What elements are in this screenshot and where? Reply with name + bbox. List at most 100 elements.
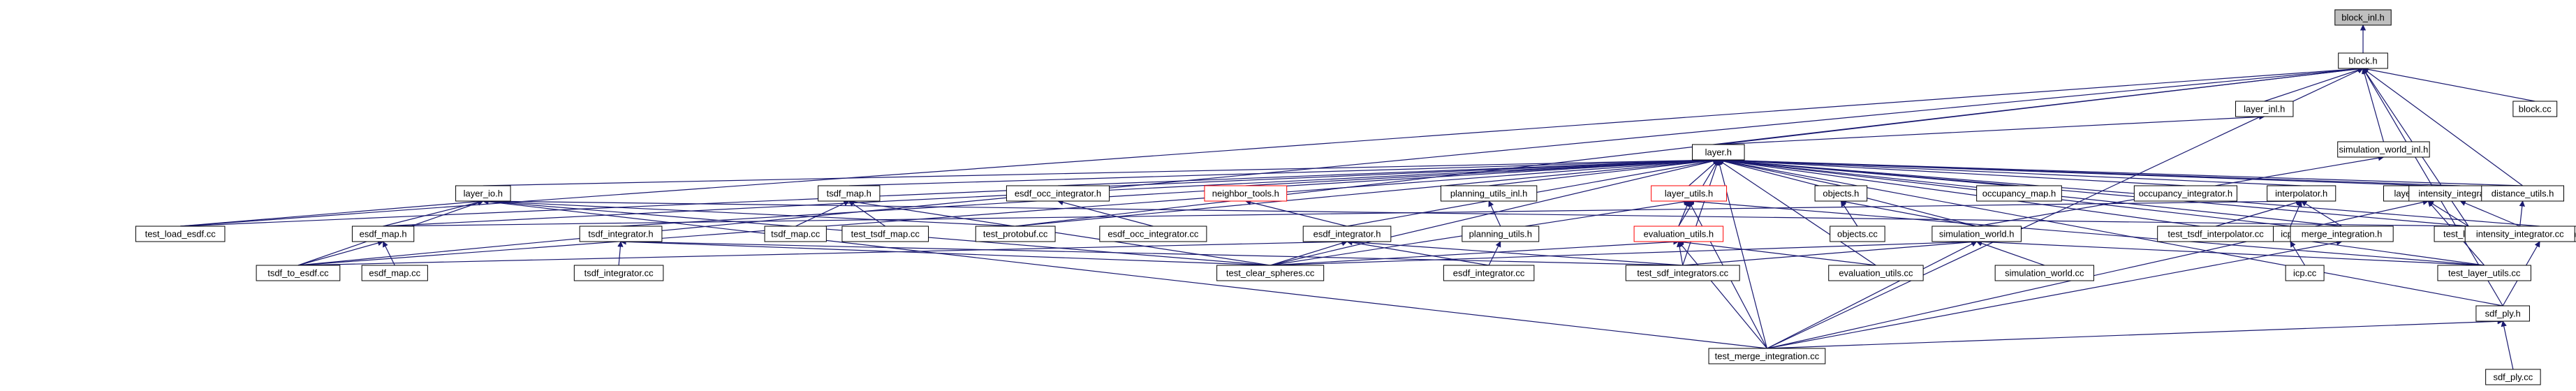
node-test-load-esdf-cc[interactable]: test_load_esdf.cc [135, 226, 226, 242]
node-occupancy-map-h[interactable]: occupancy_map.h [1976, 185, 2062, 202]
node-test-clear-spheres-cc[interactable]: test_clear_spheres.cc [1216, 265, 1325, 281]
node-planning-utils-h[interactable]: planning_utils.h [1462, 226, 1540, 242]
node-occupancy-integrator-h[interactable]: occupancy_integrator.h [2133, 185, 2237, 202]
node-label: tsdf_to_esdf.cc [267, 268, 329, 279]
node-objects-h[interactable]: objects.h [1814, 185, 1868, 202]
node-test-tsdf-interpolator-cc[interactable]: test_tsdf_interpolator.cc [2157, 226, 2274, 242]
dependency-edge [180, 198, 484, 227]
node-layer-io-h[interactable]: layer_io.h [455, 185, 511, 202]
dependency-edge [2215, 200, 2302, 227]
dependency-edge [297, 238, 1348, 266]
node-simulation-world-inl-h[interactable]: simulation_world_inl.h [2337, 141, 2430, 158]
node-label: occupancy_integrator.h [2139, 189, 2232, 199]
node-label: test_merge_integration.cc [1715, 351, 1820, 362]
node-box [1204, 185, 1288, 202]
dependency-edge [1718, 114, 2265, 145]
node-layer-h[interactable]: layer.h [1692, 144, 1745, 161]
node-box [1814, 185, 1868, 202]
node-label: test_load_esdf.cc [145, 229, 216, 239]
node-interpolator-h[interactable]: interpolator.h [2267, 185, 2336, 202]
node-box [2285, 265, 2325, 281]
node-box [1006, 185, 1110, 202]
dependency-edge [297, 239, 384, 266]
node-box [1216, 265, 1325, 281]
node-tsdf-to-esdf-cc[interactable]: tsdf_to_esdf.cc [256, 265, 341, 281]
node-label: test_sdf_integrators.cc [1637, 268, 1728, 279]
node-box [2133, 185, 2237, 202]
node-esdf-occ-integrator-cc[interactable]: esdf_occ_integrator.cc [1099, 226, 1207, 242]
node-merge-integration-h[interactable]: merge_integration.h [2290, 226, 2394, 242]
node-esdf-integrator-cc[interactable]: esdf_integrator.cc [1443, 265, 1535, 281]
node-simulation-world-h[interactable]: simulation_world.h [1931, 226, 2022, 242]
dependency-edge [1270, 239, 1679, 266]
node-box [1625, 265, 1740, 281]
dependency-edge [1717, 157, 2186, 186]
node-block-h[interactable]: block.h [2338, 52, 2388, 69]
node-label: tsdf_map.cc [771, 229, 820, 239]
node-tsdf-map-cc[interactable]: tsdf_map.cc [764, 226, 827, 242]
dependency-edge [2362, 68, 2385, 142]
node-label: planning_utils.h [1469, 229, 1532, 239]
node-objects-cc[interactable]: objects.cc [1830, 226, 1885, 242]
dependency-edge [1767, 199, 2429, 349]
dependency-edge [1346, 239, 1489, 266]
node-label: test_tsdf_map.cc [851, 229, 920, 239]
node-layer-utils-h[interactable]: layer_utils.h [1651, 185, 1728, 202]
dependency-edge [1677, 241, 1684, 266]
node-box [2481, 185, 2564, 202]
dependency-edge [1717, 157, 2302, 186]
dependency-edge [1840, 199, 1977, 227]
node-esdf-map-h[interactable]: esdf_map.h [351, 226, 415, 242]
node-sdf-ply-cc[interactable]: sdf_ply.cc [2485, 369, 2541, 385]
node-test-protobuf-cc[interactable]: test_protobuf.cc [975, 226, 1056, 242]
node-icp-cc[interactable]: icp.cc [2285, 265, 2325, 281]
node-sdf-ply-h[interactable]: sdf_ply.h [2475, 305, 2530, 322]
node-box [1994, 265, 2094, 281]
dependency-edge [2362, 68, 2523, 186]
dependency-edge [483, 156, 1719, 186]
node-layer: block_inl.h block.h block.cc layer_inl.hsim… [135, 9, 2576, 385]
node-intensity-integrator-cc[interactable]: intensity_integrator.cc [2464, 226, 2575, 242]
node-esdf-map-cc[interactable]: esdf_map.cc [361, 265, 428, 281]
node-label: test_layer_utils.cc [2448, 268, 2521, 279]
dependency-edge [1840, 200, 1858, 227]
dependency-edge [1269, 240, 1348, 266]
node-esdf-integrator-h[interactable]: esdf_integrator.h [1302, 226, 1392, 242]
dependency-edge [2290, 241, 2306, 266]
node-layer-inl-h[interactable]: layer_inl.h [2235, 101, 2294, 117]
dependency-edge [1718, 159, 1876, 266]
node-label: objects.h [1823, 189, 1859, 199]
node-block-inl-h[interactable]: block_inl.h [2334, 9, 2392, 26]
node-neighbor-tools-h[interactable]: neighbor_tools.h [1204, 185, 1288, 202]
dependency-edge [1489, 157, 1719, 186]
node-label: esdf_map.cc [369, 268, 420, 279]
node-test-layer-utils-cc[interactable]: test_layer_utils.cc [2437, 265, 2531, 281]
node-evaluation-utils-h[interactable]: evaluation_utils.h [1633, 226, 1724, 242]
node-planning-utils-inl-h[interactable]: planning_utils_inl.h [1440, 185, 1538, 202]
node-esdf-occ-integrator-h[interactable]: esdf_occ_integrator.h [1006, 185, 1110, 202]
node-label: occupancy_map.h [1982, 189, 2056, 199]
node-evaluation-utils-cc[interactable]: evaluation_utils.cc [1828, 265, 1924, 281]
dependency-edge [1057, 157, 1719, 186]
node-label: esdf_occ_integrator.h [1015, 189, 1101, 199]
node-test-merge-integration-cc[interactable]: test_merge_integration.cc [1708, 348, 1826, 364]
node-distance-utils-h[interactable]: distance_utils.h [2481, 185, 2564, 202]
node-tsdf-integrator-h[interactable]: tsdf_integrator.h [579, 226, 663, 242]
dependency-edge [620, 238, 1683, 266]
node-label: interpolator.h [2275, 189, 2327, 199]
node-test-sdf-integrators-cc[interactable]: test_sdf_integrators.cc [1625, 265, 1740, 281]
dependency-edge [2290, 200, 2302, 227]
node-tsdf-map-h[interactable]: tsdf_map.h [818, 185, 881, 202]
dependency-edge [180, 66, 2364, 227]
node-label: distance_utils.h [2492, 189, 2554, 199]
dependency-edge [1488, 241, 1501, 266]
node-box [2337, 141, 2430, 158]
dependency-edge [1717, 157, 2485, 266]
dependency-edge [620, 239, 1271, 266]
node-simulation-world-cc[interactable]: simulation_world.cc [1994, 265, 2094, 281]
node-box [1462, 226, 1540, 242]
node-test-tsdf-map-cc[interactable]: test_tsdf_map.cc [841, 226, 929, 242]
node-block-cc[interactable]: block.cc [2512, 101, 2558, 117]
dependency-edge [848, 157, 1719, 186]
node-tsdf-integrator-cc[interactable]: tsdf_integrator.cc [573, 265, 664, 281]
